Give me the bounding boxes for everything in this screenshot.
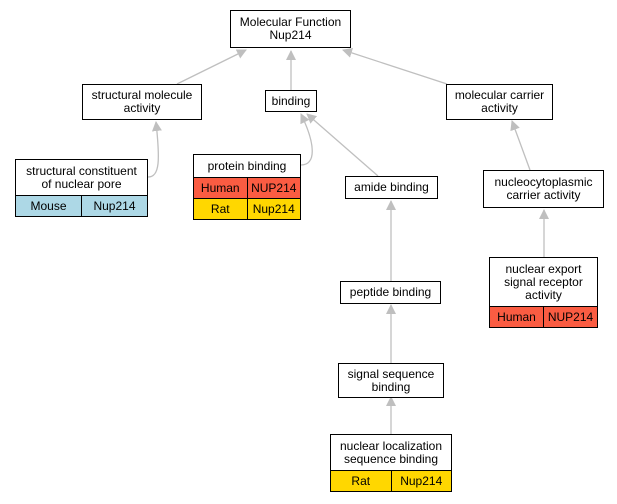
edge-structural-to-root bbox=[176, 49, 247, 85]
node-nuclear-export-signal-receptor-activity[interactable]: nuclear export signal receptor activity bbox=[489, 257, 598, 307]
annotation-row: Human NUP214 bbox=[193, 177, 301, 199]
edge-nucleo-to-carrier bbox=[510, 120, 531, 171]
node-structural-molecule-activity[interactable]: structural molecule activity bbox=[82, 84, 202, 120]
node-label: signal sequence binding bbox=[347, 366, 435, 394]
annotation-row: Rat Nup214 bbox=[193, 198, 301, 220]
node-molecular-carrier-activity[interactable]: molecular carrier activity bbox=[446, 84, 553, 120]
annotation-gene: Nup214 bbox=[93, 198, 136, 213]
annotation-gene: NUP214 bbox=[251, 180, 297, 195]
edge-protein-to-binding bbox=[300, 113, 313, 166]
node-amide-binding[interactable]: amide binding bbox=[345, 176, 438, 199]
node-label: Molecular Function Nup214 bbox=[239, 15, 342, 42]
node-peptide-binding[interactable]: peptide binding bbox=[340, 281, 441, 304]
node-label: peptide binding bbox=[349, 285, 432, 299]
edge-carrier-to-root bbox=[342, 48, 448, 85]
annotation-gene: NUP214 bbox=[547, 309, 594, 324]
annotation-gene: Nup214 bbox=[252, 201, 295, 216]
annotation-species: Rat bbox=[331, 471, 392, 491]
node-structural-constituent-nuclear-pore[interactable]: structural constituent of nuclear pore bbox=[15, 159, 148, 196]
node-nuclear-localization-sequence-binding[interactable]: nuclear localization sequence binding bbox=[330, 434, 452, 471]
node-label: nuclear localization sequence binding bbox=[339, 438, 443, 466]
node-label: protein binding bbox=[207, 158, 287, 173]
annotation-species: Mouse bbox=[16, 196, 82, 216]
node-protein-binding[interactable]: protein binding bbox=[193, 154, 301, 178]
node-label: molecular carrier activity bbox=[454, 88, 545, 115]
node-label: nuclear export signal receptor activity bbox=[504, 261, 583, 302]
node-label: amide binding bbox=[354, 180, 429, 194]
node-label: structural molecule activity bbox=[91, 88, 193, 115]
annotation-species: Human bbox=[490, 307, 544, 327]
annotation-gene: Nup214 bbox=[400, 473, 443, 488]
edge-pore-to-structural bbox=[147, 121, 162, 178]
node-binding[interactable]: binding bbox=[265, 90, 317, 112]
node-label: structural constituent of nuclear pore bbox=[26, 163, 137, 191]
node-label: nucleocytoplasmic carrier activity bbox=[494, 175, 593, 202]
node-signal-sequence-binding[interactable]: signal sequence binding bbox=[338, 363, 444, 398]
node-root[interactable]: Molecular Function Nup214 bbox=[230, 10, 351, 48]
node-nucleocytoplasmic-carrier-activity[interactable]: nucleocytoplasmic carrier activity bbox=[483, 170, 604, 208]
annotation-row: Mouse Nup214 bbox=[15, 195, 148, 217]
annotation-row: Rat Nup214 bbox=[330, 470, 452, 492]
node-label: binding bbox=[271, 93, 311, 108]
annotation-species: Rat bbox=[194, 199, 248, 219]
annotation-species: Human bbox=[194, 178, 248, 198]
edge-amide-to-binding bbox=[306, 113, 379, 177]
annotation-row: Human NUP214 bbox=[489, 306, 598, 328]
